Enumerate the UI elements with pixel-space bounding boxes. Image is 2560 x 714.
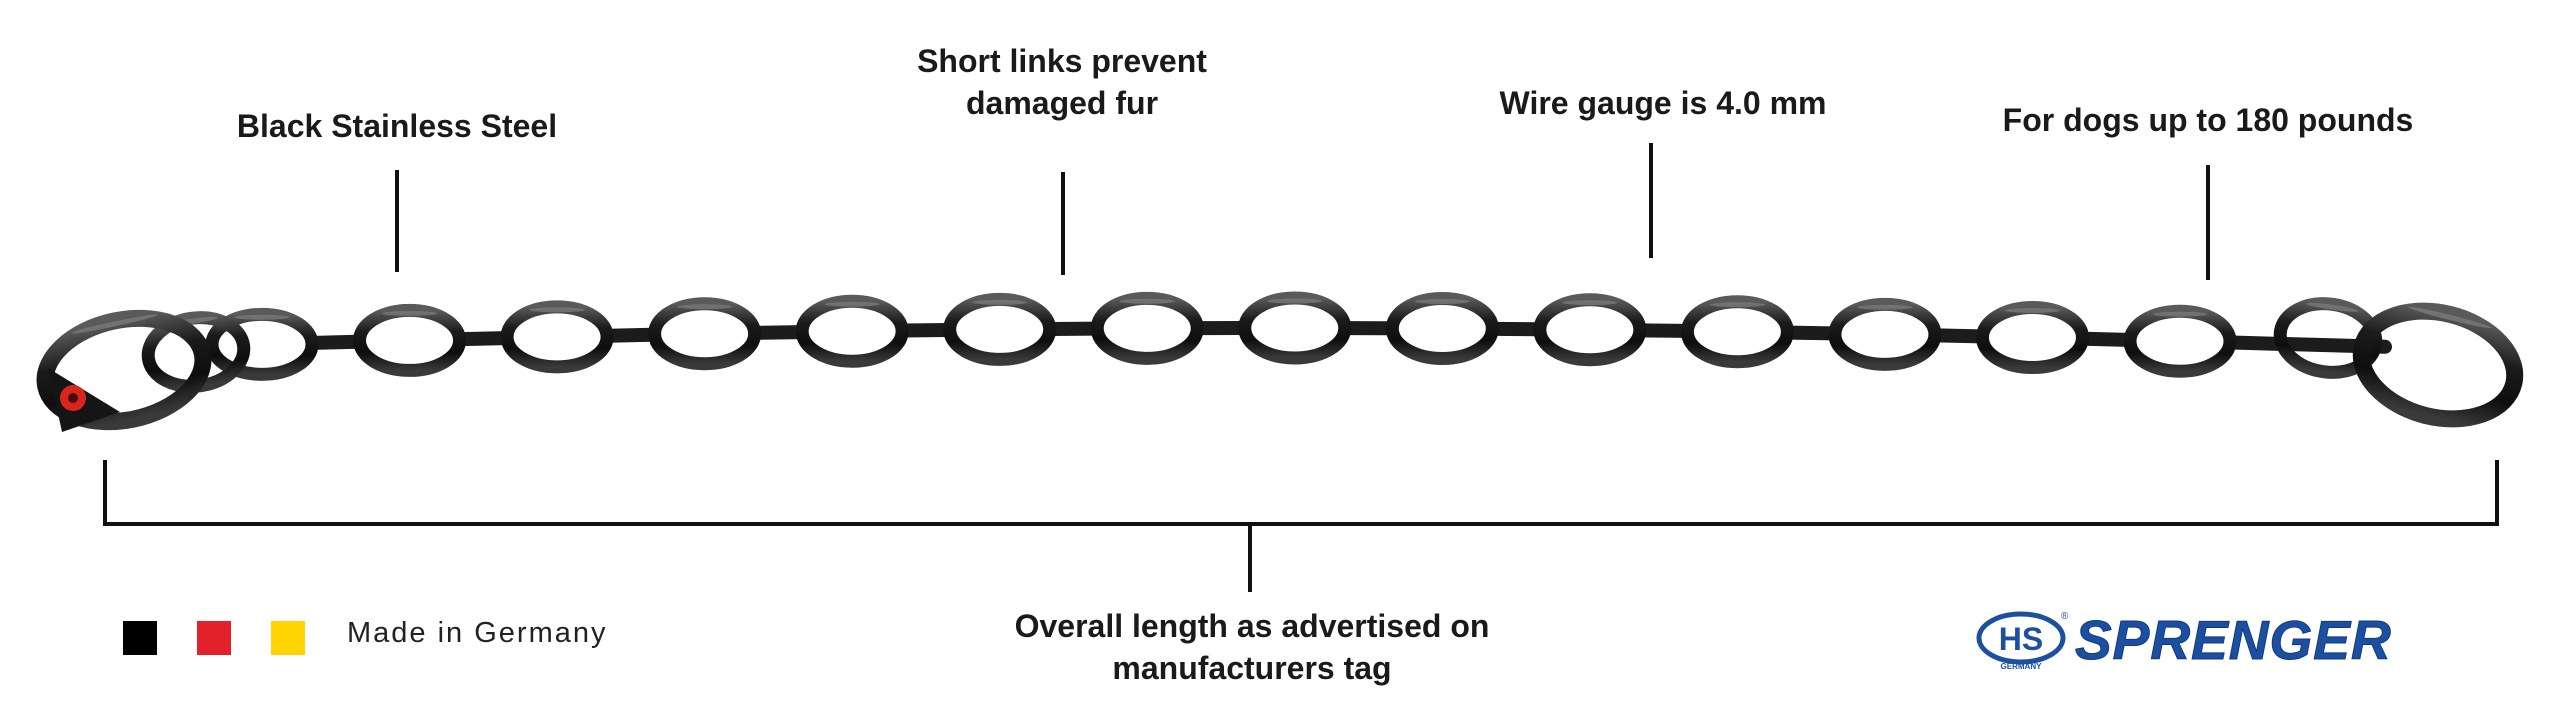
chain-link-4-highlight xyxy=(677,304,733,310)
flag-square-red xyxy=(197,621,231,655)
callout-material: Black Stainless Steel xyxy=(236,108,558,144)
callout-length-line1: Overall length as advertised on xyxy=(1014,608,1490,644)
chain-link-6-highlight xyxy=(972,299,1028,305)
chain-link-14 xyxy=(2123,304,2237,378)
chain-link-5 xyxy=(795,294,909,368)
brand-name: SPRENGER xyxy=(2075,609,2392,672)
hs-badge-icon: HS GERMANY ® xyxy=(1976,611,2069,671)
chain-link-13 xyxy=(1975,301,2089,375)
made-in-germany: Made in Germany xyxy=(347,617,608,649)
callout-overall-length: Overall length as advertised on manufact… xyxy=(1015,605,1490,689)
sprenger-logo: HS GERMANY ® SPRENGER xyxy=(1975,607,2455,673)
chain-link-10 xyxy=(1533,293,1647,367)
chain-link-3 xyxy=(500,300,614,374)
chain-link-2-highlight xyxy=(382,310,438,316)
chain-link-4 xyxy=(648,297,762,371)
callout-short-links-line1: Short links prevent xyxy=(917,43,1207,79)
svg-text:GERMANY: GERMANY xyxy=(2001,662,2043,671)
callout-short-links-line2: damaged fur xyxy=(965,85,1159,121)
chain-ring-right xyxy=(2352,302,2524,428)
chain-connector-5 xyxy=(749,325,808,340)
chain-link-14-highlight xyxy=(2152,311,2208,317)
flag-square-black xyxy=(123,621,157,655)
chain-link-9-highlight xyxy=(1414,298,1470,304)
chain-end-tag xyxy=(48,368,120,432)
svg-text:HS: HS xyxy=(1999,621,2043,657)
chain-connector-2 xyxy=(307,334,365,350)
chain-connector-4 xyxy=(602,327,660,343)
callout-length-line2: manufacturers tag xyxy=(1112,650,1392,686)
chain xyxy=(36,291,2524,431)
chain-link-right-end xyxy=(2273,297,2383,379)
chain-link-8-highlight xyxy=(1267,298,1323,304)
chain-link-right-end-highlight xyxy=(2306,302,2359,312)
chain-link-11-highlight xyxy=(1709,302,1765,308)
callout-short-links: Short links prevent damaged fur xyxy=(917,40,1207,124)
chain-link-12 xyxy=(1828,297,1942,371)
chain-link-11 xyxy=(1680,295,1794,369)
callout-wire-gauge: Wire gauge is 4.0 mm xyxy=(1499,85,1827,121)
chain-link-7-highlight xyxy=(1119,298,1175,304)
chain-ring-left-highlight xyxy=(71,314,158,334)
chain-ring-right-highlight xyxy=(2408,306,2492,329)
chain-link-10-highlight xyxy=(1562,300,1618,306)
chain-link-7 xyxy=(1090,291,1204,365)
chain-link-8 xyxy=(1238,291,1352,365)
chain-connector-14 xyxy=(2077,331,2135,347)
chain-connector-6 xyxy=(897,322,955,338)
flag-square-yellow xyxy=(271,621,305,655)
chain-link-2 xyxy=(353,303,467,377)
chain-link-9 xyxy=(1385,291,1499,365)
svg-text:®: ® xyxy=(2061,611,2069,622)
chain-connector-11 xyxy=(1634,323,1693,338)
chain-link-13-highlight xyxy=(2004,308,2060,314)
chain-link-3-highlight xyxy=(529,307,585,313)
chain-link-1-highlight xyxy=(234,314,290,320)
chain-link-6 xyxy=(943,292,1057,366)
length-bracket xyxy=(103,460,2499,592)
callout-dog-size: For dogs up to 180 pounds xyxy=(2002,102,2414,138)
chain-connector-13 xyxy=(1929,328,1988,344)
chain-link-5-highlight xyxy=(824,301,880,307)
chain-link-1 xyxy=(205,307,319,381)
chain-ring-left xyxy=(36,309,212,431)
chain-connector-12 xyxy=(1782,325,1840,341)
chain-link-12-highlight xyxy=(1857,304,1913,310)
chain-connector-3 xyxy=(454,331,513,347)
